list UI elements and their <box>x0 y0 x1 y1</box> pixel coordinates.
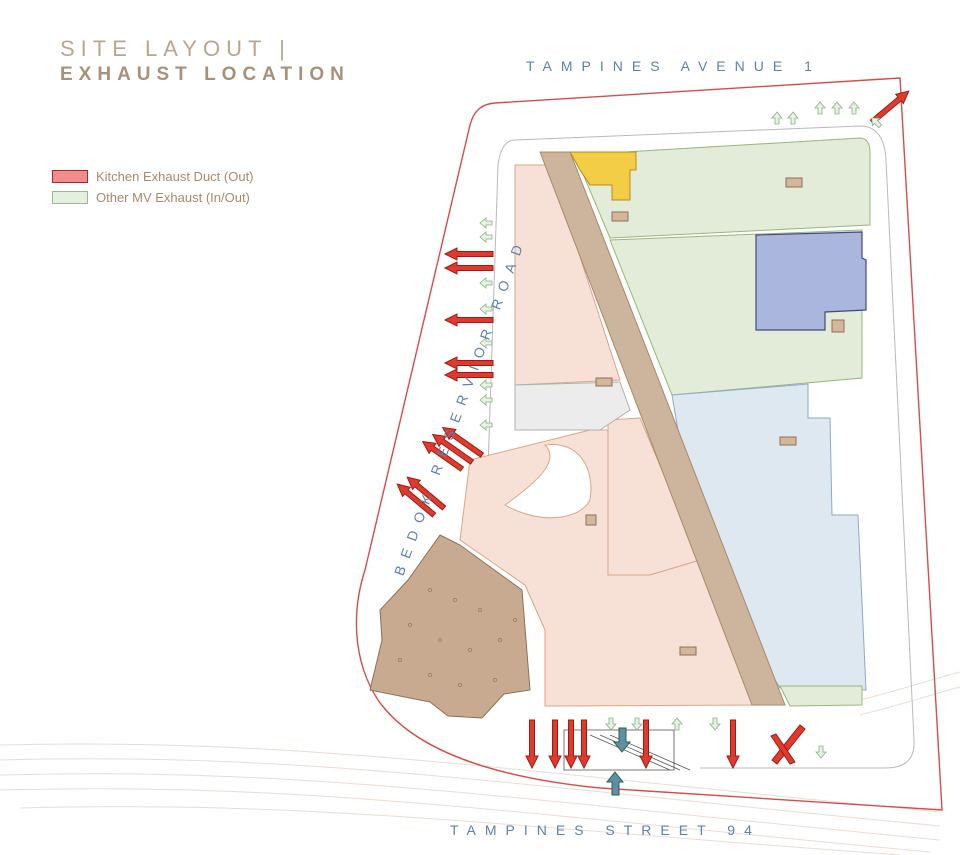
title-line2: EXHAUST LOCATION <box>60 64 350 85</box>
yellow-block <box>569 151 637 201</box>
mv-arrow-west-1 <box>479 217 493 229</box>
service-squares <box>585 177 845 656</box>
mv-arrow-north-3 <box>814 101 826 115</box>
mv-arrow-south-2 <box>631 717 643 731</box>
green-zone-north <box>574 137 871 239</box>
mv-arrow-west-7 <box>479 394 493 406</box>
legend-item-other: Other MV Exhaust (In/Out) <box>52 187 254 208</box>
mv-arrow-west-2 <box>479 231 493 243</box>
legend-kitchen-label: Kitchen Exhaust Duct (Out) <box>96 169 254 184</box>
landscape-dots <box>398 588 517 687</box>
inlet-arrow-2 <box>605 771 625 796</box>
title-line1: SITE LAYOUT | <box>60 36 291 61</box>
legend-item-kitchen: Kitchen Exhaust Duct (Out) <box>52 166 254 187</box>
green-zone-south <box>779 685 863 707</box>
mv-arrow-north-2 <box>787 111 799 125</box>
kitchen-swatch <box>52 170 88 183</box>
legend: Kitchen Exhaust Duct (Out) Other MV Exha… <box>52 166 254 208</box>
mv-arrow-north-1 <box>771 111 783 125</box>
inlet-arrow-1 <box>612 727 632 753</box>
mv-arrow-west-6 <box>479 379 493 391</box>
road-label-tampines-street-94: TAMPINES STREET 94 <box>450 822 761 838</box>
mv-arrow-north-4 <box>831 101 843 115</box>
landscape-zone <box>369 534 531 719</box>
mv-arrow-south-4 <box>709 717 721 731</box>
mv-arrow-south-1 <box>605 717 617 731</box>
mv-arrow-west-8 <box>479 419 493 431</box>
mv-arrow-northeast <box>867 113 885 131</box>
mv-arrow-north-5 <box>848 101 860 115</box>
inner-road <box>485 125 915 769</box>
diagonal-band <box>539 151 786 706</box>
kitchen-arrow-southeast-cross <box>770 724 806 765</box>
mv-arrow-south-5 <box>815 745 827 759</box>
road-label-tampines-avenue-1: TAMPINES AVENUE 1 <box>526 58 821 74</box>
other-mv-swatch <box>52 191 88 204</box>
circular-ramp <box>504 444 592 519</box>
mv-arrow-south-3 <box>671 717 683 731</box>
legend-other-label: Other MV Exhaust (In/Out) <box>96 190 250 205</box>
dark-blue-block <box>755 231 867 331</box>
mv-arrow-west-3 <box>479 277 493 289</box>
background-road-lines <box>0 671 960 855</box>
retail-block-mid <box>607 417 701 576</box>
